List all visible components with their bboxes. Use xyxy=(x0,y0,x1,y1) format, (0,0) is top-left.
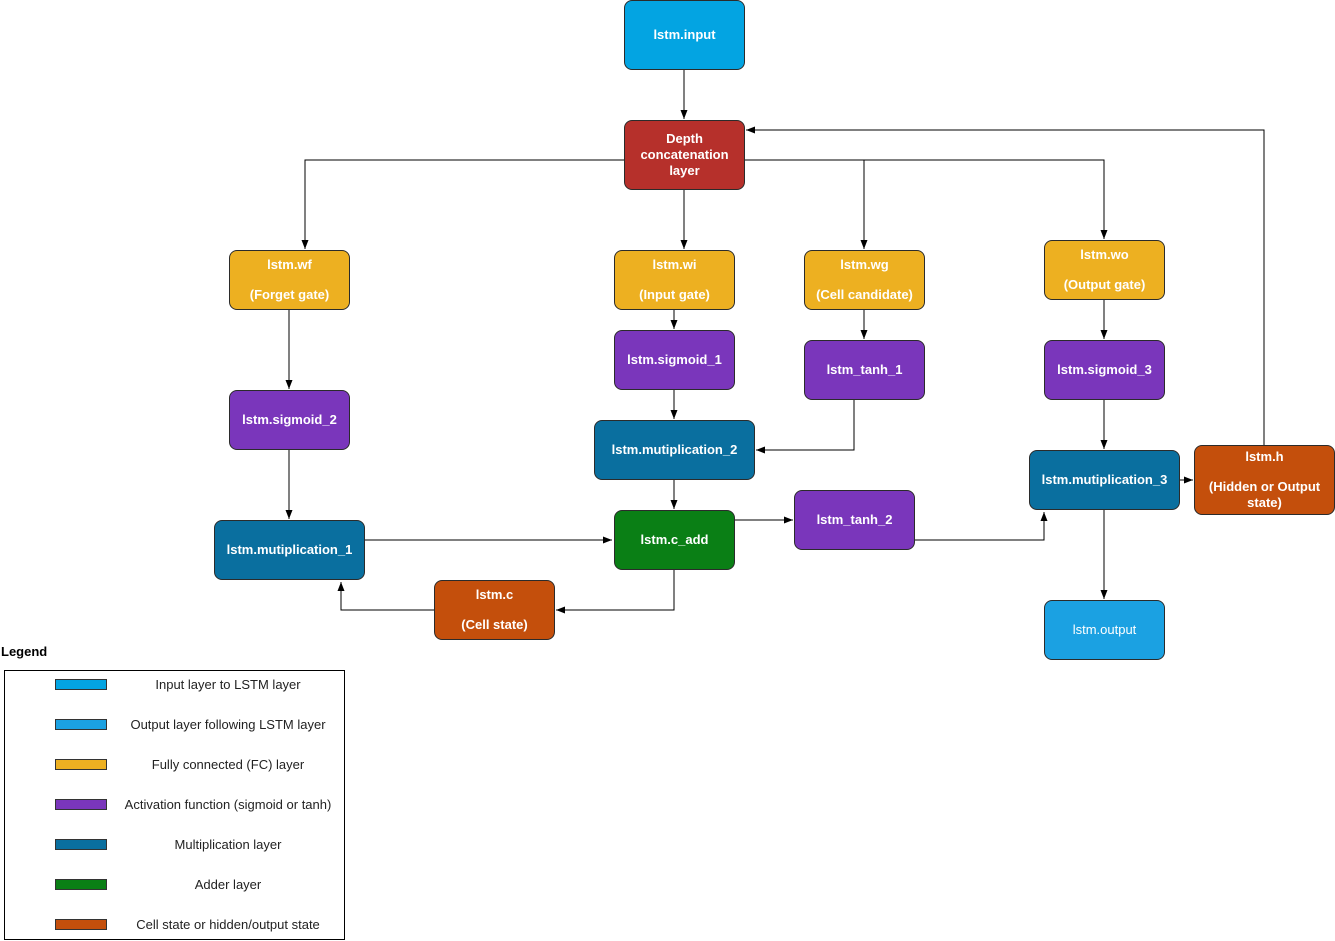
node-sublabel: (Output gate) xyxy=(1063,277,1146,292)
node-label: lstm.c_add xyxy=(640,532,709,547)
edge-tanh1-mult2 xyxy=(756,400,855,454)
edge-tanh2-mult3 xyxy=(914,512,1048,541)
legend-swatch xyxy=(55,719,107,730)
node-lstm-c-add[interactable]: lstm.c_add xyxy=(614,510,735,570)
node-sublabel: (Forget gate) xyxy=(249,287,330,302)
legend-item: Cell state or hidden/output state xyxy=(5,917,346,933)
node-lstm-output[interactable]: lstm.output xyxy=(1044,600,1165,660)
node-sublabel: (Input gate) xyxy=(639,287,710,302)
legend-label: Output layer following LSTM layer xyxy=(130,717,326,732)
node-label: lstm.h xyxy=(1245,449,1284,464)
node-label: lstm.sigmoid_1 xyxy=(627,352,722,367)
edge-concat-wg xyxy=(744,159,868,249)
legend-swatch xyxy=(55,679,107,690)
legend-item: Fully connected (FC) layer xyxy=(5,757,346,773)
legend-title: Legend xyxy=(1,644,48,659)
node-lstm-input[interactable]: lstm.input xyxy=(624,0,745,70)
node-lstm-sigmoid-1[interactable]: lstm.sigmoid_1 xyxy=(614,330,735,390)
legend-swatch xyxy=(55,879,107,890)
legend: Input layer to LSTM layer Output layer f… xyxy=(4,670,345,940)
legend-label: Cell state or hidden/output state xyxy=(136,917,320,932)
node-lstm-sigmoid-2[interactable]: lstm.sigmoid_2 xyxy=(229,390,350,450)
node-lstm-multiplication-3[interactable]: lstm.mutiplication_3 xyxy=(1029,450,1180,510)
node-label: lstm.output xyxy=(1072,622,1137,637)
node-lstm-c[interactable]: lstm.c (Cell state) xyxy=(434,580,555,640)
edge-c-mult1 xyxy=(337,582,434,611)
edge-cadd-c xyxy=(556,570,675,614)
legend-item: Adder layer xyxy=(5,877,346,893)
legend-swatch xyxy=(55,919,107,930)
node-label: lstm.mutiplication_2 xyxy=(611,442,738,457)
node-lstm-multiplication-2[interactable]: lstm.mutiplication_2 xyxy=(594,420,755,480)
node-lstm-multiplication-1[interactable]: lstm.mutiplication_1 xyxy=(214,520,365,580)
legend-label: Input layer to LSTM layer xyxy=(155,677,301,692)
node-lstm-wf[interactable]: lstm.wf (Forget gate) xyxy=(229,250,350,310)
legend-item: Input layer to LSTM layer xyxy=(5,677,346,693)
node-label: lstm.sigmoid_2 xyxy=(242,412,337,427)
edge-concat-wf xyxy=(301,159,624,249)
node-sublabel: (Hidden or Output state) xyxy=(1208,479,1321,510)
edge-h-concat xyxy=(746,126,1265,445)
node-label: lstm_tanh_2 xyxy=(816,512,893,527)
node-lstm-sigmoid-3[interactable]: lstm.sigmoid_3 xyxy=(1044,340,1165,400)
node-label: lstm_tanh_1 xyxy=(826,362,903,377)
legend-label: Activation function (sigmoid or tanh) xyxy=(124,797,332,812)
node-label: lstm.mutiplication_3 xyxy=(1041,472,1168,487)
legend-label: Fully connected (FC) layer xyxy=(151,757,305,772)
node-lstm-h[interactable]: lstm.h (Hidden or Output state) xyxy=(1194,445,1335,515)
node-label: lstm.sigmoid_3 xyxy=(1057,362,1152,377)
node-label: lstm.wf xyxy=(267,257,312,272)
node-label: lstm.wi xyxy=(652,257,697,272)
node-label: lstm.wg xyxy=(840,257,889,272)
node-lstm-wi[interactable]: lstm.wi (Input gate) xyxy=(614,250,735,310)
legend-swatch xyxy=(55,759,107,770)
legend-label: Adder layer xyxy=(194,877,262,892)
node-sublabel: (Cell candidate) xyxy=(816,287,913,302)
node-lstm-wo[interactable]: lstm.wo (Output gate) xyxy=(1044,240,1165,300)
node-lstm-wg[interactable]: lstm.wg (Cell candidate) xyxy=(804,250,925,310)
legend-item: Output layer following LSTM layer xyxy=(5,717,346,733)
node-label: lstm.mutiplication_1 xyxy=(226,542,353,557)
edge-concat-wo xyxy=(744,159,1108,239)
legend-swatch xyxy=(55,799,107,810)
legend-swatch xyxy=(55,839,107,850)
node-depth-concatenation[interactable]: Depth concatenation layer xyxy=(624,120,745,190)
legend-item: Multiplication layer xyxy=(5,837,346,853)
node-label: lstm.input xyxy=(653,27,716,42)
node-label: Depth concatenation layer xyxy=(640,131,729,178)
legend-label: Multiplication layer xyxy=(174,837,282,852)
node-label: lstm.wo xyxy=(1080,247,1129,262)
node-sublabel: (Cell state) xyxy=(461,617,528,632)
node-lstm-tanh-1[interactable]: lstm_tanh_1 xyxy=(804,340,925,400)
node-lstm-tanh-2[interactable]: lstm_tanh_2 xyxy=(794,490,915,550)
node-label: lstm.c xyxy=(475,587,514,602)
legend-item: Activation function (sigmoid or tanh) xyxy=(5,797,346,813)
